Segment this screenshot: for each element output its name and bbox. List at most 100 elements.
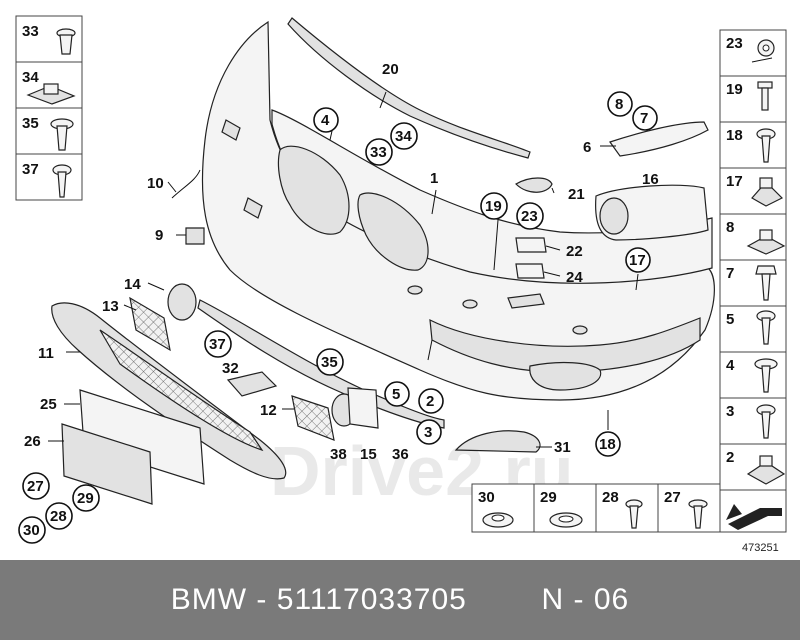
callout-12: 12 [260, 402, 277, 419]
wire [171, 169, 201, 199]
left-fastener-column: 33 34 35 37 [15, 15, 83, 201]
callout-left-1: 34 [22, 69, 39, 86]
callout-13: 13 [102, 298, 119, 315]
callout-28: 28 [50, 508, 67, 525]
parts-diagram: Drive2.ru 33 34 35 37 [15, 15, 787, 554]
clip-ring-icon [751, 39, 775, 63]
callout-16: 16 [642, 171, 659, 188]
screw-washer-icon [50, 118, 74, 151]
fog-light-frame [347, 387, 379, 429]
callout-38: 38 [330, 446, 347, 463]
spring-nut-icon [746, 229, 786, 255]
callout-14: 14 [124, 276, 141, 293]
callout-20: 20 [382, 61, 399, 78]
caption-banner: BMW - 51117033705 N - 06 [0, 560, 800, 640]
callout-right-3: 17 [726, 173, 743, 190]
spring-nut-icon [26, 83, 76, 105]
caption-brand: BMW [170, 583, 248, 616]
fog-light-cover [454, 430, 541, 453]
forward-arrow-icon [726, 504, 782, 530]
sensor-bracket-lower [515, 263, 545, 279]
callout-18: 18 [599, 436, 616, 453]
callout-left-0: 33 [22, 23, 39, 40]
callout-22: 22 [566, 243, 583, 260]
lower-grille-mesh [51, 296, 335, 480]
right-fastener-column: 23 19 18 17 8 7 5 4 3 2 [719, 29, 787, 491]
expanding-rivet-icon [56, 28, 76, 55]
sensor-holder [226, 371, 278, 397]
callout-left-3: 37 [22, 161, 39, 178]
callout-10: 10 [147, 175, 164, 192]
screw-icon [625, 499, 643, 529]
leader-lines [48, 91, 639, 448]
callout-26: 26 [24, 433, 41, 450]
callout-right-1: 19 [726, 81, 743, 98]
callout-right-7: 4 [726, 357, 735, 374]
callout-3: 3 [424, 424, 432, 441]
caption-part-number: 51117033705 [276, 583, 467, 616]
screw-icon [756, 404, 776, 439]
callout-23: 23 [521, 208, 538, 225]
screw-icon [756, 310, 776, 345]
callout-right-9: 2 [726, 449, 734, 466]
callout-34: 34 [395, 128, 412, 145]
image-number: 473251 [742, 542, 779, 554]
hex-bolt-icon [755, 265, 777, 301]
callout-4: 4 [321, 112, 330, 129]
callout-29: 29 [77, 490, 94, 507]
callout-6: 6 [583, 139, 591, 156]
caption-code: N - 06 [541, 583, 630, 616]
callout-36: 36 [392, 446, 409, 463]
air-duct [595, 184, 709, 241]
callout-left-2: 35 [22, 115, 39, 132]
callout-27: 27 [27, 478, 44, 495]
callout-24: 24 [566, 269, 583, 286]
push-rivet-icon [757, 81, 773, 111]
callout-5: 5 [392, 386, 400, 403]
fog-bezel [167, 283, 197, 321]
callout-19: 19 [485, 198, 502, 215]
callout-9: 9 [155, 227, 163, 244]
callout-right-4: 8 [726, 219, 734, 236]
callout-33: 33 [370, 144, 387, 161]
callout-1: 1 [430, 170, 438, 187]
bumper-assembly [201, 17, 715, 401]
callout-8: 8 [615, 96, 623, 113]
washer-icon [549, 512, 583, 528]
screw-icon [756, 128, 776, 163]
callout-17: 17 [629, 252, 646, 269]
callout-11: 11 [38, 345, 54, 362]
callout-right-8: 3 [726, 403, 734, 420]
callout-31: 31 [554, 439, 571, 456]
licence-plate-holder [61, 389, 205, 505]
sensor-bracket [515, 237, 547, 253]
callout-right-2: 18 [726, 127, 743, 144]
callout-right-0: 23 [726, 35, 743, 52]
tow-hook-cover [515, 177, 553, 193]
grommet-icon [482, 512, 514, 528]
callout-15: 15 [360, 446, 377, 463]
bottom-fastener-row: 30 29 28 27 [471, 483, 787, 533]
cover-plate [185, 227, 205, 245]
callout-bottom-1: 29 [540, 489, 557, 506]
callout-bottom-0: 30 [478, 489, 495, 506]
callout-7: 7 [640, 110, 648, 127]
callout-37: 37 [209, 336, 226, 353]
callout-bottom-2: 28 [602, 489, 619, 506]
support-bracket [609, 121, 709, 157]
main-callouts: 1 6 9 10 11 12 13 14 15 16 20 21 22 24 2… [18, 61, 659, 544]
flange-screw-icon [754, 358, 778, 393]
lower-trim-strip [197, 299, 445, 429]
callout-right-6: 5 [726, 311, 734, 328]
clip-nut-icon [751, 177, 784, 207]
callout-35: 35 [321, 354, 338, 371]
clip-icon [746, 455, 786, 485]
callout-30: 30 [23, 522, 40, 539]
callout-32: 32 [222, 360, 239, 377]
callout-bottom-3: 27 [664, 489, 681, 506]
callout-21: 21 [568, 186, 585, 203]
callout-2: 2 [426, 393, 434, 410]
screw-icon [688, 499, 708, 529]
callout-right-5: 7 [726, 265, 734, 282]
callout-25: 25 [40, 396, 57, 413]
